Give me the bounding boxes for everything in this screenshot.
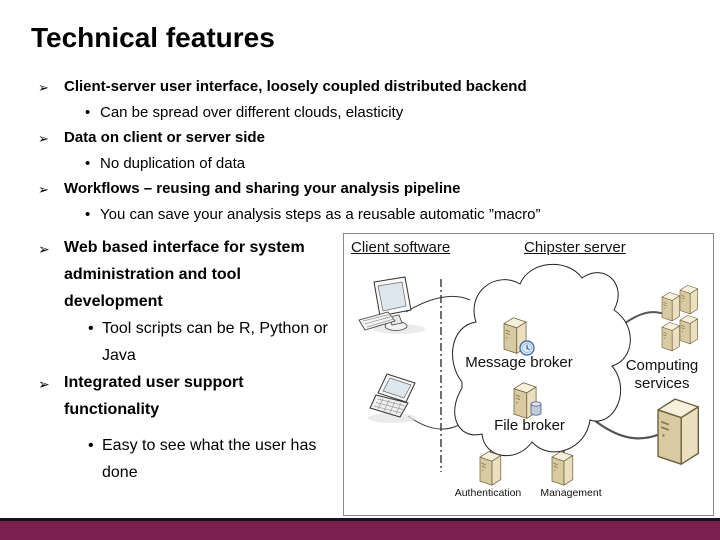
bullet-text: Web based interface for system administr… (64, 239, 305, 310)
list-subitem: • You can save your analysis steps as a … (85, 204, 704, 226)
architecture-diagram: Client software Chipster server Message … (343, 233, 714, 516)
file-broker-label: File broker (494, 417, 565, 434)
clock-icon (519, 340, 535, 356)
authentication-label: Authentication (454, 487, 522, 499)
arrow-bullet-icon: ➢ (38, 131, 49, 146)
sub-bullet-text: You can save your analysis steps as a re… (100, 206, 541, 223)
list-subitem: • No duplication of data (85, 153, 704, 175)
footer-bar (0, 518, 720, 540)
management-label: Management (540, 487, 602, 499)
list-item: ➢ Integrated user support functionality (38, 369, 340, 423)
arrow-bullet-icon: ➢ (38, 241, 50, 257)
server-stack-icon (661, 285, 698, 352)
list-subitem: • Tool scripts can be R, Python or Java (88, 315, 340, 369)
list-item: ➢ Web based interface for system adminis… (38, 234, 340, 315)
dot-bullet-icon: • (88, 320, 94, 337)
management-server-icon (551, 451, 574, 486)
sub-bullet-text: Easy to see what the user has done (102, 437, 317, 481)
top-bullet-list: ➢ Client-server user interface, loosely … (38, 76, 704, 229)
arrow-bullet-icon: ➢ (38, 182, 49, 197)
list-item: ➢ Client-server user interface, loosely … (38, 76, 704, 99)
page-title: Technical features (31, 22, 275, 53)
sub-bullet-text: No duplication of data (100, 155, 246, 172)
computing-services-label: Computing services (625, 357, 699, 392)
desktop-computer-icon (358, 276, 425, 334)
list-subitem: • Easy to see what the user has done (88, 432, 340, 486)
dot-bullet-icon: • (85, 155, 91, 172)
laptop-icon (368, 373, 416, 423)
list-item: ➢ Workflows – reusing and sharing your a… (38, 178, 704, 201)
list-subitem: • Can be spread over different clouds, e… (85, 102, 704, 124)
message-broker-label: Message broker (465, 354, 573, 371)
sub-bullet-text: Tool scripts can be R, Python or Java (102, 320, 328, 364)
bullet-text: Data on client or server side (64, 129, 265, 146)
dot-bullet-icon: • (85, 206, 91, 223)
database-icon (530, 401, 542, 416)
list-item: ➢ Data on client or server side (38, 127, 704, 150)
server-rack-icon (657, 398, 699, 465)
dot-bullet-icon: • (88, 437, 94, 454)
arrow-bullet-icon: ➢ (38, 80, 49, 95)
client-software-label: Client software (351, 239, 451, 256)
cloud-shape (452, 264, 631, 457)
bullet-text: Client-server user interface, loosely co… (64, 78, 527, 95)
sub-bullet-text: Can be spread over different clouds, ela… (100, 104, 404, 121)
bullet-text: Workflows – reusing and sharing your ana… (64, 180, 461, 197)
left-bullet-list: ➢ Web based interface for system adminis… (38, 234, 340, 486)
arrow-bullet-icon: ➢ (38, 376, 50, 392)
dot-bullet-icon: • (85, 104, 91, 121)
authentication-server-icon (479, 451, 502, 486)
chipster-server-label: Chipster server (524, 239, 626, 256)
diagram-canvas (358, 264, 699, 486)
bullet-text: Integrated user support functionality (64, 374, 244, 418)
